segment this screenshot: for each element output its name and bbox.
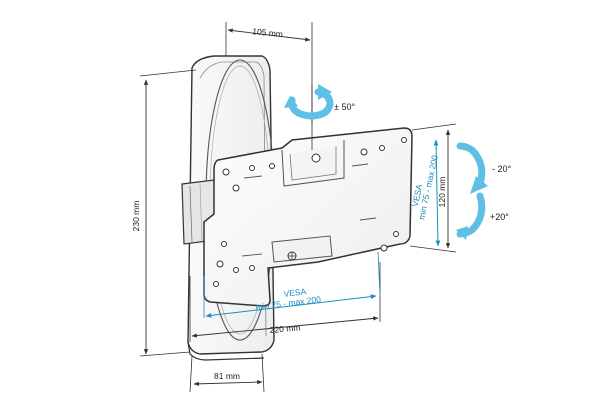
swivel-arrow-icon [284,84,334,124]
label-plate-width: 220 mm [269,322,300,335]
dim-plate-height [409,123,457,253]
label-depth-bottom: 81 mm [214,371,240,381]
dim-depth-bottom [189,353,265,393]
label-depth-top: 105 mm [252,26,284,39]
vesa-vertical-dim [433,139,441,247]
label-plate-height: 120 mm [437,177,447,208]
label-vesa-h-title: VESA [283,286,307,299]
label-height: 230 mm [131,201,141,232]
dim-height [139,69,197,357]
label-tilt-down: +20° [490,212,509,222]
vesa-horizontal-dim [203,251,381,318]
label-tilt-up: - 20° [492,164,512,174]
tilt-arrows-icon [456,142,488,240]
label-vesa-v-title: VESA [410,183,425,208]
label-swivel: ± 50° [334,102,355,112]
